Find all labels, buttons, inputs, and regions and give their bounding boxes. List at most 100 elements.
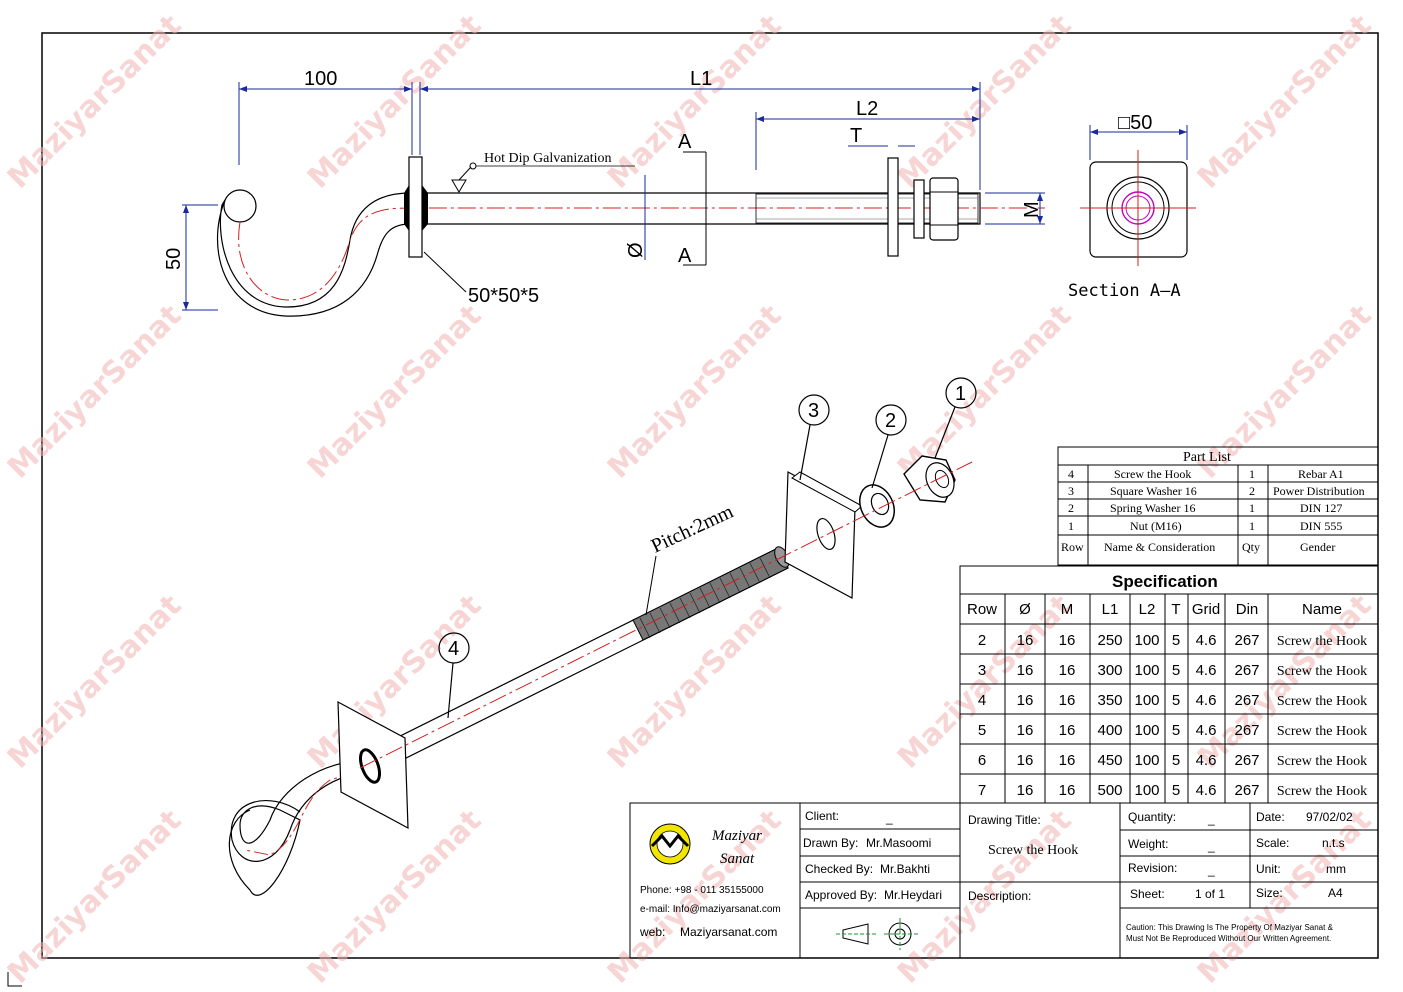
spec-cell: Screw the Hook xyxy=(1277,664,1367,679)
spec-cell: 16 xyxy=(1059,632,1076,649)
watermark: MaziyarSanat xyxy=(601,588,789,776)
drawn-label: Drawn By: xyxy=(803,836,858,850)
spec-header-cell: Ø xyxy=(1019,601,1031,618)
galvanization-note: Hot Dip Galvanization xyxy=(484,151,612,166)
spec-cell: 350 xyxy=(1097,692,1122,709)
dim-diameter: Ø xyxy=(625,242,647,258)
spec-header-cell: Name xyxy=(1302,601,1342,618)
spec-cell: Screw the Hook xyxy=(1277,694,1367,709)
part-list xyxy=(1057,446,1379,566)
part-header-row: Row xyxy=(1061,540,1084,554)
part-row-qty: 1 xyxy=(1249,501,1255,515)
spec-cell: 16 xyxy=(1017,692,1034,709)
watermark: MaziyarSanat xyxy=(1,298,189,486)
revision-label: Revision: xyxy=(1128,861,1177,875)
drawn-value: Mr.Masoomi xyxy=(866,836,931,850)
spec-cell: 16 xyxy=(1059,782,1076,799)
spec-header-cell: M xyxy=(1061,601,1074,618)
spec-cell: 16 xyxy=(1017,722,1034,739)
company-web-label: web: xyxy=(639,925,665,939)
spec-cell: 5 xyxy=(1172,752,1180,769)
spec-cell: 5 xyxy=(1172,692,1180,709)
sheet-label: Sheet: xyxy=(1130,887,1165,901)
part-row-name: Spring Washer 16 xyxy=(1110,501,1195,515)
specification-table xyxy=(959,565,1379,804)
title-block xyxy=(629,802,1379,959)
spec-cell: 400 xyxy=(1097,722,1122,739)
watermark: MaziyarSanat xyxy=(1191,8,1379,196)
spec-header-cell: Din xyxy=(1236,601,1259,618)
sheet-value: 1 of 1 xyxy=(1195,887,1225,901)
part-row-num: 4 xyxy=(1068,467,1074,481)
projection-symbol xyxy=(836,918,918,950)
spec-cell: 267 xyxy=(1234,752,1259,769)
spec-cell: 16 xyxy=(1017,782,1034,799)
spring-washer xyxy=(913,179,925,239)
spec-cell: 300 xyxy=(1097,662,1122,679)
nut xyxy=(929,177,959,241)
part-row-gender: DIN 127 xyxy=(1300,501,1342,515)
spec-cell: 3 xyxy=(978,662,986,679)
spec-cell: 4 xyxy=(978,692,986,709)
part-row-qty: 1 xyxy=(1249,519,1255,533)
spec-cell: 16 xyxy=(1017,632,1034,649)
company-email: e-mail: Info@maziyarsanat.com xyxy=(640,904,781,915)
watermark: MaziyarSanat xyxy=(1,803,189,991)
spec-cell: 16 xyxy=(1059,662,1076,679)
part-row-gender: DIN 555 xyxy=(1300,519,1342,533)
scale-label: Scale: xyxy=(1256,836,1289,850)
spec-cell: 500 xyxy=(1097,782,1122,799)
spec-cell: 267 xyxy=(1234,632,1259,649)
company-name-2: Sanat xyxy=(720,851,755,867)
pitch-note: Pitch:2mm xyxy=(648,500,737,557)
checked-label: Checked By: xyxy=(805,862,873,876)
spec-cell: 4.6 xyxy=(1196,692,1217,709)
part-header-name: Name & Consideration xyxy=(1104,540,1215,554)
dim-plate: 50*50*5 xyxy=(468,285,539,307)
dim-hook-height: 50 xyxy=(163,248,185,270)
spec-cell: 4.6 xyxy=(1196,662,1217,679)
watermark: MaziyarSanat xyxy=(301,803,489,991)
spec-cell: 450 xyxy=(1097,752,1122,769)
spec-header-cell: Grid xyxy=(1192,601,1220,618)
spec-cell: Screw the Hook xyxy=(1277,784,1367,799)
watermark: MaziyarSanat xyxy=(1,588,189,776)
part-list-title: Part List xyxy=(1183,450,1231,465)
part-row-qty: 2 xyxy=(1249,484,1255,498)
spec-cell: 2 xyxy=(978,632,986,649)
size-label: Size: xyxy=(1256,886,1283,900)
client-label: Client: xyxy=(805,809,839,823)
spec-cell: 5 xyxy=(1172,632,1180,649)
spec-cell: 100 xyxy=(1134,692,1159,709)
spec-cell: 7 xyxy=(978,782,986,799)
spec-cell: Screw the Hook xyxy=(1277,634,1367,649)
spec-cell: 4.6 xyxy=(1196,632,1217,649)
weight-label: Weight: xyxy=(1128,837,1168,851)
spec-cell: 16 xyxy=(1017,662,1034,679)
balloon-1: 1 xyxy=(955,383,966,405)
spec-cell: 100 xyxy=(1134,782,1159,799)
caution-line-1: Caution: This Drawing Is The Property Of… xyxy=(1126,923,1334,932)
dim-square: □50 xyxy=(1118,112,1152,134)
spec-cell: 5 xyxy=(978,722,986,739)
spec-header-cell: T xyxy=(1171,601,1180,618)
spec-cell: 100 xyxy=(1134,722,1159,739)
part-header-qty: Qty xyxy=(1242,540,1260,554)
spec-cell: 100 xyxy=(1134,662,1159,679)
description-label: Description: xyxy=(968,889,1031,903)
quantity-value: _ xyxy=(1207,812,1215,826)
part-row-qty: 1 xyxy=(1249,467,1255,481)
approved-label: Approved By: xyxy=(805,888,877,902)
spec-cell: 6 xyxy=(978,752,986,769)
company-name-1: Maziyar xyxy=(711,828,762,844)
hook-end xyxy=(223,189,257,223)
scale-value: n.t.s xyxy=(1322,836,1345,850)
square-washer xyxy=(887,157,899,257)
part-row-gender: Power Distribution xyxy=(1273,484,1365,498)
drawing-title-label: Drawing Title: xyxy=(968,813,1041,827)
spec-cell: 16 xyxy=(1017,752,1034,769)
size-value: A4 xyxy=(1328,886,1343,900)
section-mark-top: A xyxy=(678,131,692,153)
unit-label: Unit: xyxy=(1256,862,1281,876)
